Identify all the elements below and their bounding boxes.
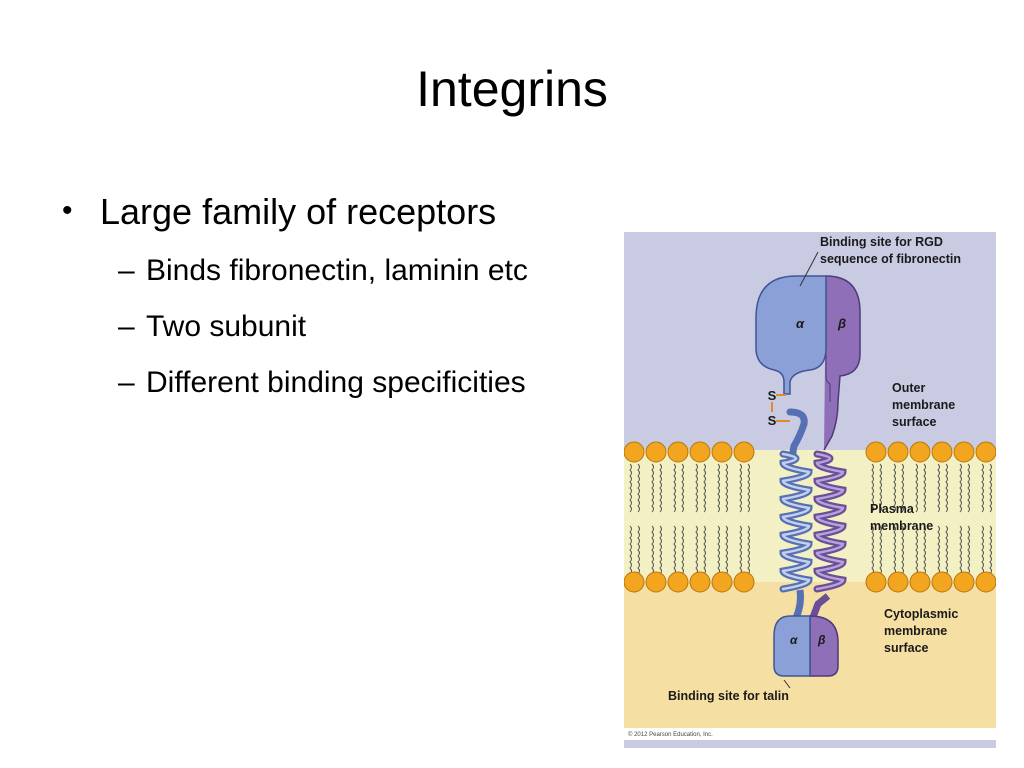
cyto-label-line3: surface	[884, 641, 929, 655]
copyright-label: © 2012 Pearson Education, Inc.	[628, 731, 713, 738]
plasma-label-line1: Plasma	[870, 502, 915, 516]
integrin-diagram: S S α β α β Binding site for RGD sequenc…	[624, 232, 996, 748]
sub-bullet-text: Two subunit	[146, 310, 307, 344]
cyto-label-line2: membrane	[884, 624, 947, 638]
sub-bullet-item: – Binds fibronectin, laminin etc	[60, 253, 528, 289]
outer-label-line1: Outer	[892, 381, 925, 395]
sub-bullet-text: Different binding specificities	[146, 366, 526, 400]
s-top-label: S	[768, 388, 777, 403]
bullet-list: • Large family of receptors – Binds fibr…	[60, 190, 528, 401]
alpha-subunit	[755, 275, 827, 677]
outer-label-line3: surface	[892, 415, 937, 429]
beta-subunit	[808, 275, 861, 677]
dash-icon: –	[118, 254, 135, 288]
alpha-label-bottom: α	[790, 633, 798, 647]
alpha-label-top: α	[796, 316, 805, 331]
talin-label: Binding site for talin	[668, 689, 789, 703]
plasma-label-line2: membrane	[870, 519, 933, 533]
outer-label-line2: membrane	[892, 398, 955, 412]
beta-label-top: β	[837, 316, 846, 331]
rgd-label-line2: sequence of fibronectin	[820, 252, 961, 266]
cyto-label-line1: Cytoplasmic	[884, 607, 958, 621]
bullet-dot-icon: •	[62, 194, 73, 227]
bullet-item: • Large family of receptors	[60, 190, 528, 233]
lipid-heads	[624, 441, 996, 593]
slide-title: Integrins	[416, 61, 608, 117]
rgd-label-line1: Binding site for RGD	[820, 235, 943, 249]
bullet-text: Large family of receptors	[100, 191, 497, 232]
beta-label-bottom: β	[817, 633, 826, 647]
dash-icon: –	[118, 310, 135, 344]
dash-icon: –	[118, 366, 135, 400]
lipid-tails	[629, 463, 992, 575]
sub-bullet-text: Binds fibronectin, laminin etc	[146, 254, 528, 288]
sub-bullet-item: – Two subunit	[60, 309, 528, 345]
sub-bullet-item: – Different binding specificities	[60, 365, 528, 401]
s-bottom-label: S	[768, 413, 777, 428]
disulfide-bond: S S	[768, 388, 790, 428]
